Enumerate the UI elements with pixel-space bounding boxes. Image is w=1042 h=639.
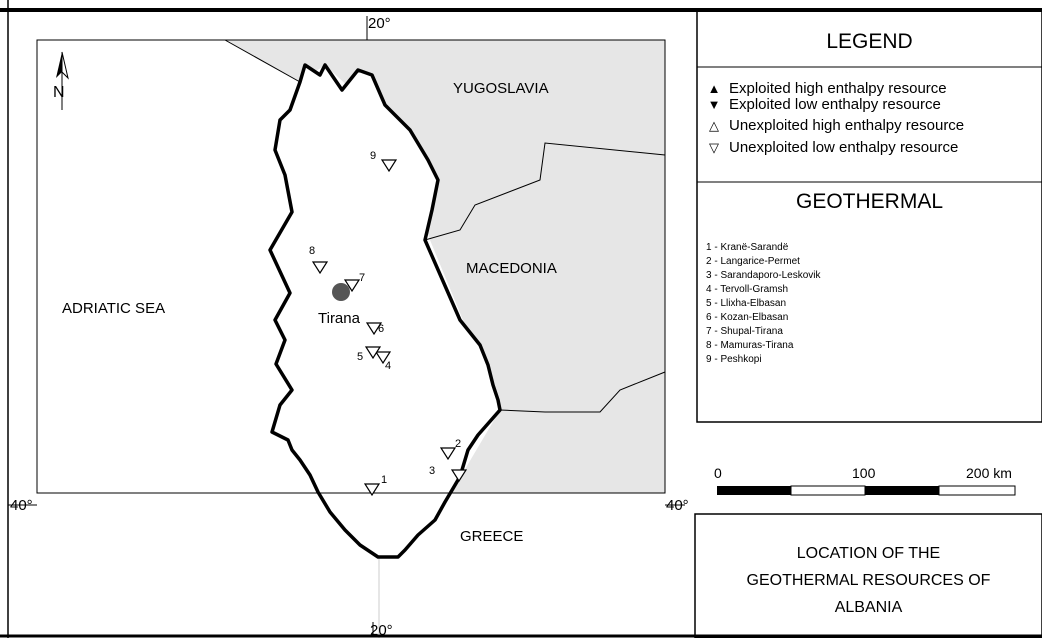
site-list-item: 6 - Kozan-Elbasan — [706, 312, 789, 323]
legend-entry-exploited-low: ▼ Exploited low enthalpy resource — [705, 97, 941, 113]
legend-entry-label: Exploited high enthalpy resource — [729, 80, 947, 97]
site-list-item: 7 - Shupal-Tirana — [706, 326, 783, 337]
hollow-down-triangle-icon: ▽ — [709, 140, 719, 155]
lat-label-left: 40° — [10, 497, 33, 514]
title-line-1: LOCATION OF THE — [796, 545, 941, 562]
site-marker-7 — [343, 279, 361, 293]
scale-bar — [717, 485, 1016, 496]
north-arrow-icon — [56, 51, 69, 110]
title-line-3: ALBANIA — [834, 599, 903, 616]
country-label-yugoslavia: YUGOSLAVIA — [453, 80, 549, 97]
north-label: N — [53, 84, 65, 101]
country-label-macedonia: MACEDONIA — [466, 260, 557, 277]
lon-label-bottom: 20° — [370, 622, 393, 639]
site-number-2: 2 — [455, 438, 462, 450]
site-marker-6 — [365, 322, 383, 336]
site-list-item: 4 - Tervoll-Gramsh — [706, 284, 789, 295]
neighbor-land — [225, 40, 665, 638]
border-montenegro-coast — [224, 39, 301, 83]
site-number-6: 6 — [378, 323, 385, 335]
site-list-item: 5 - Llixha-Elbasan — [706, 298, 787, 309]
site-list-item: 8 - Mamuras-Tirana — [706, 340, 794, 351]
site-list-item: 1 - Kranë-Sarandë — [706, 242, 789, 253]
legend-entry-exploited-high: ▲ Exploited high enthalpy resource — [705, 81, 947, 97]
site-list-item: 3 - Sarandaporo-Leskovik — [706, 270, 821, 281]
tirana-capital-marker — [332, 283, 350, 301]
legend-entry-unexploited-high: △ Unexploited high enthalpy resource — [705, 118, 964, 134]
albania-outline — [268, 63, 502, 559]
legend-title: LEGEND — [826, 30, 913, 53]
site-list-item: 2 - Langarice-Permet — [706, 256, 800, 267]
lat-label-right: 40° — [666, 497, 689, 514]
site-list-item: 9 - Peshkopi — [706, 354, 762, 365]
site-marker-3 — [450, 469, 468, 483]
site-marker-4 — [374, 351, 392, 365]
site-number-7: 7 — [359, 272, 366, 284]
legend-entry-label: Unexploited high enthalpy resource — [729, 117, 965, 134]
legend-entry-label: Exploited low enthalpy resource — [729, 96, 941, 113]
title-panel-frame — [694, 513, 1042, 638]
site-marker-9 — [380, 159, 398, 173]
title-line-2: GEOTHERMAL RESOURCES OF — [746, 572, 991, 589]
site-number-5: 5 — [357, 351, 364, 363]
filled-up-triangle-icon: ▲ — [707, 81, 721, 96]
scale-label-100: 100 — [852, 465, 876, 481]
sea-label-adriatic: ADRIATIC SEA — [62, 300, 166, 317]
hollow-up-triangle-icon: △ — [709, 118, 719, 133]
geothermal-title: GEOTHERMAL — [795, 190, 944, 213]
site-number-8: 8 — [309, 245, 316, 257]
site-number-3: 3 — [429, 465, 436, 477]
filled-down-triangle-icon: ▼ — [707, 97, 721, 112]
site-number-4: 4 — [385, 360, 392, 372]
legend-panel-frame — [696, 9, 1042, 423]
site-marker-2 — [439, 447, 457, 461]
site-marker-5 — [364, 346, 382, 360]
border-yugoslavia-macedonia — [424, 142, 666, 241]
capital-label-tirana: Tirana — [318, 310, 360, 327]
legend-entry-unexploited-low: ▽ Unexploited low enthalpy resource — [705, 140, 958, 156]
site-marker-1 — [363, 483, 381, 497]
map-frame — [36, 39, 666, 494]
lon-label-top: 20° — [368, 15, 391, 32]
site-number-1: 1 — [381, 474, 388, 486]
country-label-greece: GREECE — [460, 528, 524, 545]
site-number-9: 9 — [370, 150, 377, 162]
scale-label-0: 0 — [714, 465, 722, 481]
legend-entry-label: Unexploited low enthalpy resource — [729, 139, 959, 156]
scale-label-200: 200 km — [966, 465, 1012, 481]
border-macedonia-greece — [499, 371, 666, 413]
site-marker-8 — [311, 261, 329, 275]
